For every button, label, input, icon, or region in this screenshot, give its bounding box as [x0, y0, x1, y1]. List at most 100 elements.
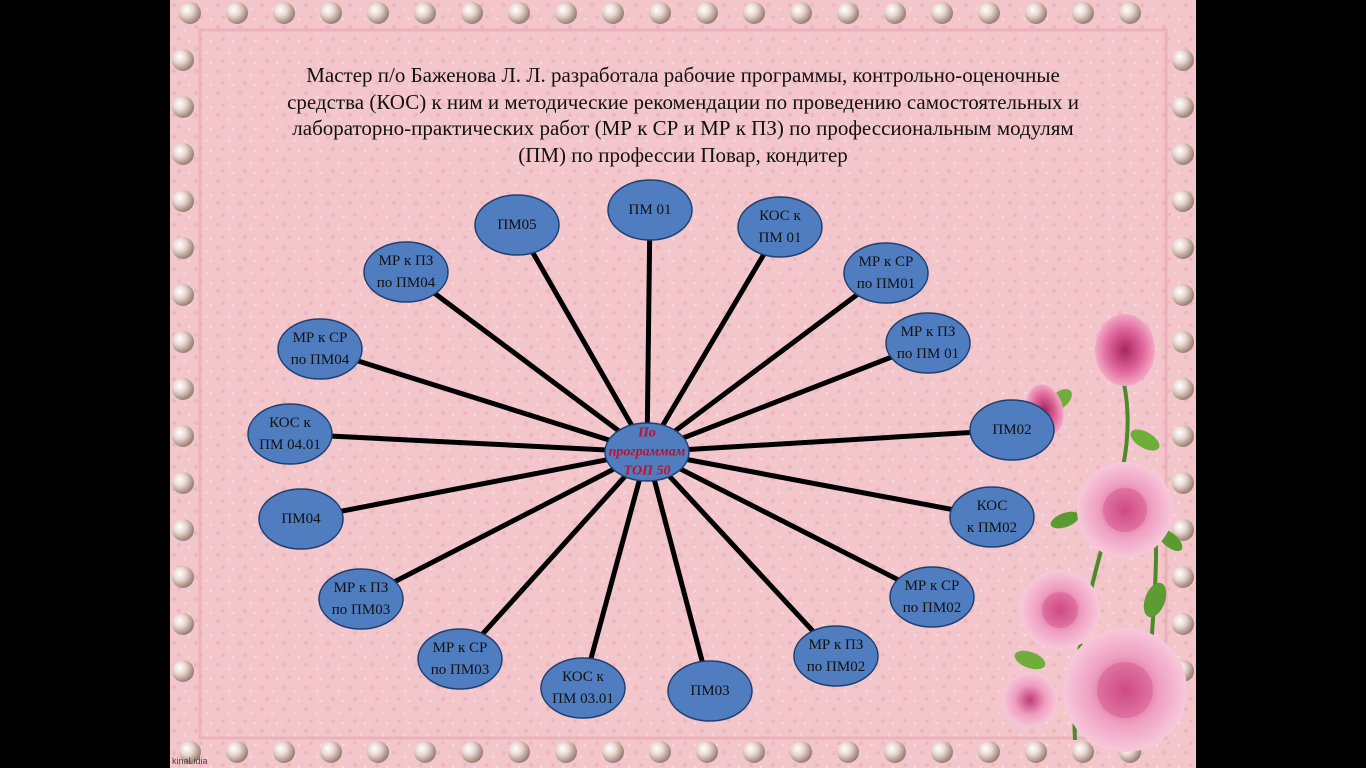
node-label: по ПМ01 — [857, 276, 915, 292]
node-ellipse — [474, 194, 560, 256]
pearl — [367, 2, 389, 24]
pearl — [743, 2, 765, 24]
node-pm01: ПМ 01 — [607, 179, 693, 241]
pearl — [172, 96, 194, 118]
pearl — [172, 378, 194, 400]
spoke-pm04 — [300, 449, 648, 522]
node-pm03: ПМ03 — [667, 660, 753, 722]
center-ellipse — [604, 422, 690, 482]
center-label: По — [637, 426, 656, 441]
node-label: ПМ05 — [497, 217, 536, 233]
pearl — [978, 2, 1000, 24]
pearl — [1172, 237, 1194, 259]
node-label: ПМ 01 — [759, 230, 802, 246]
pearl — [649, 741, 671, 763]
spoke-mr-sr-pm02 — [645, 449, 934, 600]
pearl — [931, 741, 953, 763]
node-label: ПМ02 — [992, 422, 1031, 438]
spoke-mr-sr-pm03 — [458, 450, 649, 661]
node-ellipse — [277, 318, 363, 380]
node-pm02: ПМ02 — [969, 399, 1055, 461]
pearl — [1025, 2, 1047, 24]
spoke-pm02 — [646, 427, 1013, 455]
pearl — [602, 741, 624, 763]
center-label: ТОП 50 — [623, 464, 670, 479]
title-line: Мастер п/о Баженова Л. Л. разработала ра… — [306, 63, 1060, 87]
pearl — [461, 741, 483, 763]
pearl — [884, 741, 906, 763]
node-label: МР к СР — [859, 254, 914, 270]
pearl — [1172, 519, 1194, 541]
spoke-kos-pm0301 — [580, 451, 650, 689]
node-ellipse — [889, 566, 975, 628]
pearl — [1172, 472, 1194, 494]
node-ellipse — [417, 628, 503, 690]
pearl — [172, 519, 194, 541]
node-pm04: ПМ04 — [258, 488, 344, 550]
watermark: kinaLidia — [172, 756, 208, 766]
pearl — [226, 741, 248, 763]
pearl — [696, 741, 718, 763]
center-label: программам — [609, 445, 686, 460]
pearl — [790, 741, 812, 763]
pearl — [931, 2, 953, 24]
node-label: по ПМ04 — [377, 275, 436, 291]
spoke-mr-pz-pm04 — [404, 269, 649, 455]
pearl — [172, 660, 194, 682]
node-label: МР к ПЗ — [809, 637, 864, 653]
pearl — [367, 741, 389, 763]
node-label: ПМ04 — [281, 511, 321, 527]
pearl — [555, 741, 577, 763]
node-ellipse — [949, 486, 1035, 548]
node-kos-pm0401: КОС кПМ 04.01 — [247, 403, 333, 465]
pearl — [172, 143, 194, 165]
node-ellipse — [843, 242, 929, 304]
node-label: МР к СР — [293, 330, 348, 346]
pearl — [273, 741, 295, 763]
pearl — [414, 2, 436, 24]
pearl — [555, 2, 577, 24]
node-mr-sr-pm01: МР к СР по ПМ01 — [843, 242, 929, 304]
pearl — [837, 2, 859, 24]
pearl — [226, 2, 248, 24]
node-mr-pz-pm02: МР к ПЗ по ПМ02 — [793, 625, 879, 687]
pearl — [1172, 143, 1194, 165]
pearl — [172, 566, 194, 588]
node-ellipse — [607, 179, 693, 241]
spoke-mr-pz-pm01 — [646, 340, 929, 455]
pearl — [1072, 741, 1094, 763]
node-label: по ПМ02 — [903, 600, 961, 616]
spoke-pm01 — [644, 209, 653, 453]
pearl — [508, 2, 530, 24]
node-label: КОС к — [562, 669, 604, 685]
pearl — [837, 741, 859, 763]
node-label: КОС — [977, 498, 1008, 514]
spoke-mr-sr-pm04 — [319, 346, 648, 455]
pearl — [1172, 378, 1194, 400]
spoke-mr-pz-pm03 — [359, 449, 649, 602]
pearl — [1172, 425, 1194, 447]
pearl — [172, 425, 194, 447]
rose-decoration — [1002, 314, 1187, 752]
title-line: лабораторно-практических работ (МР к СР … — [292, 116, 1074, 140]
pearl — [1025, 741, 1047, 763]
node-ellipse — [667, 660, 753, 722]
node-label: по ПМ02 — [807, 659, 865, 675]
node-kos-pm0301: КОС кПМ 03.01 — [540, 657, 626, 719]
spoke-kos-pm02 — [646, 449, 993, 520]
pearl — [978, 741, 1000, 763]
pearl — [172, 331, 194, 353]
node-label: МР к ПЗ — [901, 324, 956, 340]
node-label: по ПМ 01 — [897, 346, 959, 362]
pearl — [273, 2, 295, 24]
node-ellipse — [258, 488, 344, 550]
spoke-mr-pz-pm02 — [645, 450, 838, 658]
node-ellipse — [540, 657, 626, 719]
